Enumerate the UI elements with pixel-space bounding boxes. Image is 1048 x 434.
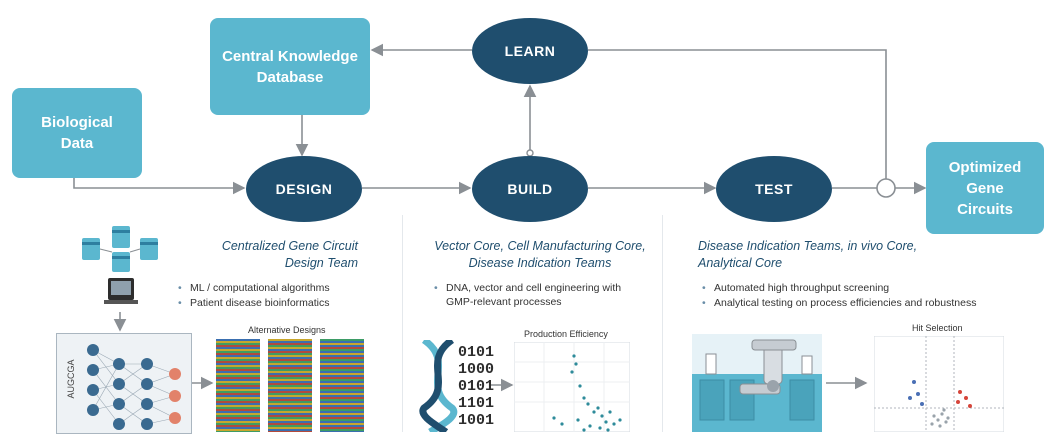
lab-robot-illustration <box>692 334 822 432</box>
test-node: TEST <box>716 156 832 222</box>
design-node: DESIGN <box>246 156 362 222</box>
alternative-design-panel-2 <box>268 339 312 432</box>
divider-design-build <box>402 215 403 432</box>
binary-line: 1001 <box>458 412 495 429</box>
build-bullet: DNA, vector and cell engineering with GM… <box>432 281 632 309</box>
binary-line: 0101 <box>458 378 495 395</box>
divider-build-test <box>662 215 663 432</box>
arrow-learn-loop <box>588 49 887 180</box>
hit-selection-caption: Hit Selection <box>912 323 963 333</box>
binary-line: 1101 <box>458 395 495 412</box>
alternative-designs-caption: Alternative Designs <box>248 325 326 335</box>
network-graph <box>87 344 181 430</box>
learn-node: LEARN <box>472 18 588 84</box>
binary-code: 0101 1000 0101 1101 1001 <box>458 344 498 429</box>
neural-network-diagram: AUGCGA <box>56 333 192 434</box>
dna-helix-icon <box>419 340 458 432</box>
arrow-biodata-to-design <box>73 178 246 195</box>
design-bullet: Patient disease bioinformatics <box>176 296 366 310</box>
test-bullets: Automated high throughput screening Anal… <box>700 281 1030 311</box>
test-team-label: Disease Indication Teams, in vivo Core, … <box>698 239 918 270</box>
merge-node <box>876 178 896 198</box>
design-bullet: ML / computational algorithms <box>176 281 366 295</box>
sequence-label: AUGCGA <box>66 359 76 399</box>
test-bullet: Analytical testing on process efficienci… <box>700 296 1030 310</box>
database-cluster-icon <box>82 226 158 304</box>
build-bullets: DNA, vector and cell engineering with GM… <box>432 281 632 310</box>
optimized-gene-circuits-box: Optimized Gene Circuits <box>926 142 1044 234</box>
knowledge-database-box: Central Knowledge Database <box>210 18 370 115</box>
alternative-design-panel-3 <box>320 339 364 432</box>
design-team-label: Centralized Gene Circuit Design Team <box>221 239 358 270</box>
production-efficiency-caption: Production Efficiency <box>524 329 608 339</box>
alternative-design-panel-1 <box>216 339 260 432</box>
binary-line: 0101 <box>458 344 495 361</box>
build-node: BUILD <box>472 156 588 222</box>
hit-selection-plot <box>874 336 1004 432</box>
design-bullets: ML / computational algorithms Patient di… <box>176 281 366 311</box>
production-efficiency-plot <box>514 342 630 432</box>
build-team-label: Vector Core, Cell Manufacturing Core, Di… <box>434 239 646 270</box>
biological-data-box: Biological Data <box>12 88 142 178</box>
binary-line: 1000 <box>458 361 495 378</box>
test-bullet: Automated high throughput screening <box>700 281 1030 295</box>
